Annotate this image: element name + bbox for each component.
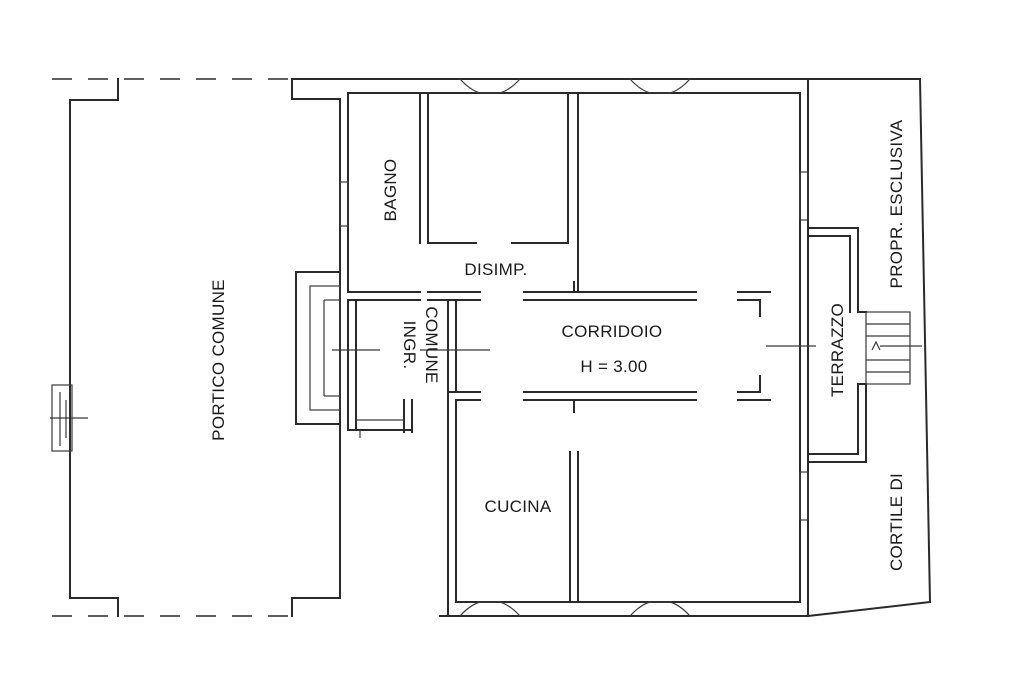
apartment-walls (291, 78, 809, 617)
label-proprieta-esclusiva: PROPR. ESCLUSIVA (887, 119, 906, 288)
label-cortile: CORTILE DI (887, 473, 906, 571)
windows (339, 78, 809, 617)
label-corridoio: CORRIDOIO (562, 322, 663, 341)
label-comune: COMUNE (422, 306, 441, 383)
entrance-landing (295, 271, 490, 438)
label-terrazzo: TERRAZZO (828, 303, 847, 397)
label-cucina: CUCINA (485, 497, 552, 516)
cortile-area (806, 77, 932, 618)
terrazzo-area (766, 227, 922, 463)
label-portico-comune: PORTICO COMUNE (209, 279, 228, 441)
label-height: H = 3.00 (580, 357, 647, 376)
label-ingresso: INGR. (400, 321, 419, 370)
label-bagno: BAGNO (381, 159, 400, 222)
label-disimpegno: DISIMP. (464, 260, 527, 279)
